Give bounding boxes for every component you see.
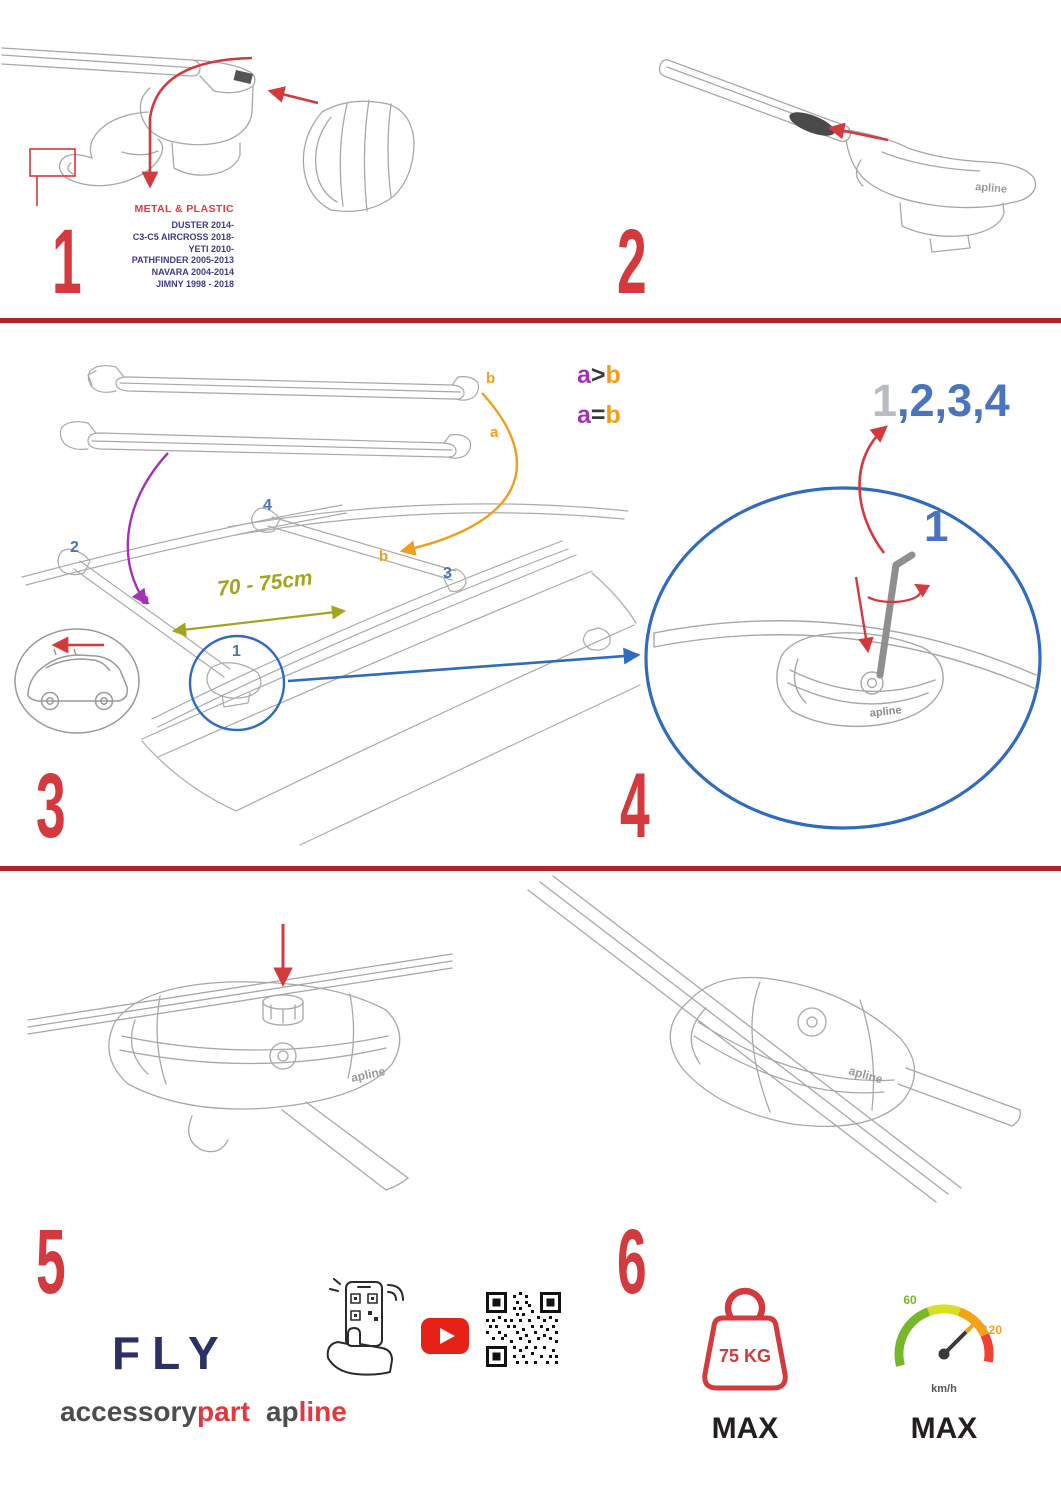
clamp-label-2: 2 (70, 539, 79, 556)
legend-a: a (577, 361, 591, 389)
step-number-6: 6 (617, 1211, 647, 1313)
zoom-callout-arrow (287, 647, 641, 683)
clamp-label-3: 3 (443, 565, 452, 582)
sequence-first: 1 (872, 375, 898, 426)
legend-a-greater-b: a>b (577, 363, 621, 388)
apline-clamp-logo: apline (350, 1064, 387, 1085)
legend-b: b (605, 361, 621, 389)
material-label: METAL & PLASTIC (134, 203, 234, 215)
brand-logo-ap: ap (265, 1396, 299, 1427)
apline-clamp-logo: apline (869, 704, 902, 719)
speed-limit-icon: 60 120 km/h (894, 1293, 1002, 1395)
legend-a: a (577, 401, 591, 429)
knob-clamp-drawing (27, 953, 453, 1191)
brand-logo-part: part (197, 1396, 250, 1427)
detached-bar-label-a: a (490, 424, 499, 441)
zoom-clamp-drawing (653, 620, 1037, 728)
zoom-step-callout: 1 (924, 502, 949, 551)
step3-step4-illustration: apline (14, 365, 1042, 846)
vehicle-model: C3-C5 AIRCROSS 2018- (132, 231, 234, 242)
step1-step2-illustration: apline (1, 47, 1037, 253)
speed-120-label: 120 (982, 1323, 1002, 1337)
step-number-4: 4 (620, 755, 650, 857)
step5-step6-illustration: apline apline (27, 875, 1021, 1203)
step-number-5: 5 (36, 1211, 66, 1313)
distance-arrow (171, 605, 347, 637)
vehicle-model: PATHFINDER 2005-2013 (131, 255, 234, 266)
legend-operator: > (590, 361, 606, 389)
step2-arrow (827, 122, 889, 142)
section-divider (0, 866, 1061, 871)
detached-crossbars-drawing (59, 365, 480, 459)
rail-clamp-drawing (527, 875, 1021, 1203)
car-roof-drawing (21, 503, 641, 846)
step-number-3: 3 (36, 755, 66, 857)
vehicle-model-list: DUSTER 2014- C3-C5 AIRCROSS 2018- YETI 2… (62, 220, 234, 291)
span-a-curve (126, 452, 169, 605)
zoom-arrows (854, 425, 931, 654)
car-direction-inset (14, 628, 140, 734)
clamp-label-1: 1 (232, 643, 241, 660)
sequence-rest: ,2,3,4 (897, 375, 1010, 426)
brand-logo-accessory: accessory (60, 1396, 198, 1427)
allen-key (876, 551, 916, 679)
zoom-ellipse (644, 486, 1042, 830)
step1-arrows (29, 56, 319, 206)
speed-max-label: MAX (910, 1412, 978, 1445)
apline-clamp-logo: apline (975, 181, 1008, 196)
bar-slot-drawing (658, 59, 1037, 253)
section-divider (0, 318, 1061, 323)
step-number-2: 2 (617, 211, 647, 313)
bar-end-cap-badge (233, 70, 253, 84)
legend-operator: = (590, 401, 606, 429)
youtube-icon (421, 1318, 469, 1354)
bar-end-assembly-drawing (1, 47, 415, 213)
detached-bar-label-b: b (486, 370, 496, 387)
vehicle-model: JIMNY 1998 - 2018 (156, 278, 234, 289)
phone-scan-icon (326, 1278, 404, 1376)
apline-clamp-logo: apline (847, 1063, 885, 1086)
weight-limit-icon: 75 KG (702, 1287, 788, 1391)
qr-code (486, 1292, 561, 1367)
vehicle-model: NAVARA 2004-2014 (151, 267, 234, 278)
product-name: FLY (112, 1327, 231, 1379)
vehicle-model: DUSTER 2014- (171, 220, 234, 230)
bar-end-opening (789, 112, 835, 136)
span-b-curve (399, 392, 519, 556)
clamp-label-4: 4 (263, 497, 272, 514)
span-label-b: b (379, 548, 389, 565)
span-label-a: a (141, 591, 150, 608)
legend-b: b (605, 401, 621, 429)
speed-60-label: 60 (903, 1293, 917, 1307)
weight-max-label: MAX (711, 1412, 779, 1445)
speed-unit-label: km/h (931, 1383, 957, 1395)
legend-a-equals-b: a=b (577, 403, 621, 428)
vehicle-model: YETI 2010- (188, 243, 234, 254)
step-number-1: 1 (52, 211, 82, 313)
weight-value: 75 KG (719, 1346, 771, 1366)
tightening-sequence: 1,2,3,4 (872, 378, 1010, 423)
brand-logo-line: line (298, 1396, 347, 1427)
